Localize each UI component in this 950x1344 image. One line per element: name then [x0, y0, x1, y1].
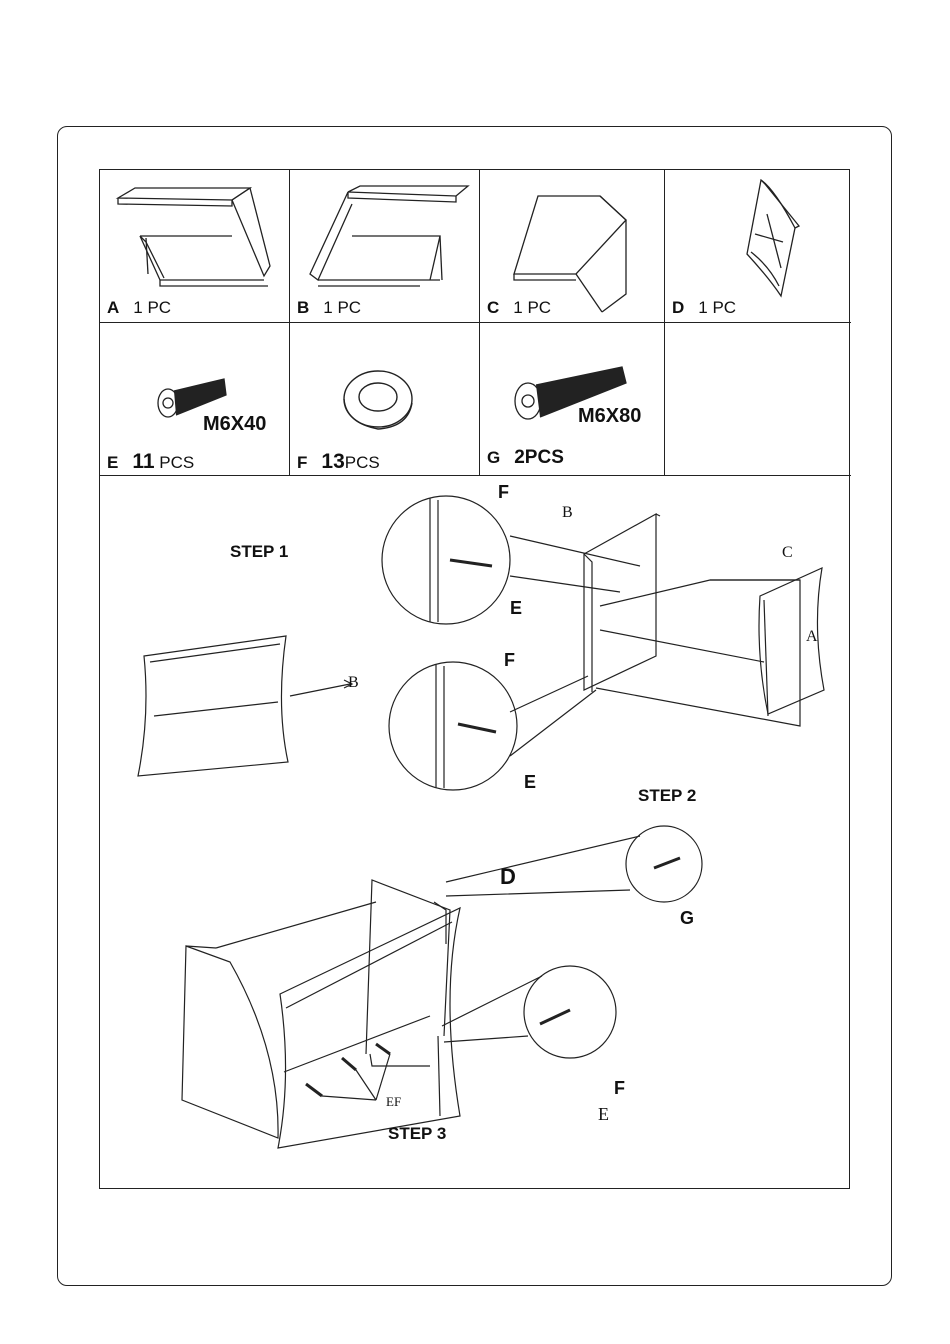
- part-d-label: D 1 PC: [672, 298, 736, 318]
- step2-label: STEP 2: [638, 786, 696, 806]
- part-c-letter: C: [487, 298, 499, 317]
- hardware-g-qty-num: 2PCS: [514, 447, 564, 468]
- part-d-letter: D: [672, 298, 684, 317]
- part-b-qty: 1 PC: [323, 298, 361, 317]
- callout-step2-a: A: [806, 628, 818, 646]
- empty-cell: [665, 323, 851, 476]
- hardware-f-letter: F: [297, 453, 307, 472]
- part-b-label: B 1 PC: [297, 298, 361, 318]
- hardware-cell-g: M6X80 G 2PCS: [480, 323, 665, 476]
- part-a-qty: 1 PC: [133, 298, 171, 317]
- step2-zoom-bottom: [389, 662, 517, 790]
- callout-step3-f: F: [614, 1078, 625, 1099]
- callout-step2-e-bottom: E: [524, 772, 536, 793]
- hardware-e-qty-unit: PCS: [159, 453, 194, 472]
- part-d-qty: 1 PC: [698, 298, 736, 317]
- hardware-cell-f: F 13PCS: [290, 323, 480, 476]
- callout-step2-e-top: E: [510, 598, 522, 619]
- step2-zoom-top: [382, 496, 510, 624]
- hardware-g-letter: G: [487, 448, 500, 467]
- hardware-e-label: E 11 PCS: [107, 450, 194, 474]
- part-cell-b: B 1 PC: [290, 170, 480, 323]
- hardware-e-qty-num: 11: [132, 450, 154, 473]
- hardware-cell-e: M6X40 E 11 PCS: [100, 323, 290, 476]
- hardware-f-qty-unit: PCS: [345, 453, 380, 472]
- part-c-label: C 1 PC: [487, 298, 551, 318]
- callout-step2-f-bottom: F: [504, 650, 515, 671]
- step1-panel-b: [138, 636, 288, 776]
- hardware-g-label: G 2PCS: [487, 447, 564, 469]
- part-b-letter: B: [297, 298, 309, 317]
- callout-step3-g: G: [680, 908, 694, 929]
- spec-e: M6X40: [203, 413, 266, 436]
- callout-step1-b: B: [348, 674, 359, 692]
- hardware-e-letter: E: [107, 453, 118, 472]
- callout-step2-f-top: F: [498, 482, 509, 503]
- hardware-f-label: F 13PCS: [297, 450, 380, 474]
- hardware-f-qty-num: 13: [321, 450, 344, 473]
- callout-step2-b: B: [562, 504, 573, 522]
- callout-step3-e: E: [598, 1104, 609, 1125]
- step3-panel-b: [370, 1054, 430, 1066]
- step1-label: STEP 1: [230, 542, 288, 562]
- callout-step3-d: D: [500, 864, 516, 890]
- step2-panel-c: [596, 580, 800, 726]
- step3-label: STEP 3: [388, 1124, 446, 1144]
- step3-panel-d: [278, 908, 460, 1148]
- instruction-sheet: A 1 PC B 1 PC: [99, 169, 850, 1189]
- callout-step3-ef: EF: [386, 1094, 401, 1110]
- step3-zoom-ef: [524, 966, 616, 1058]
- step2-panel-b: [584, 514, 656, 690]
- assembly-area: STEP 1 B F E F E B C A STEP 2 D G EF F E…: [100, 476, 849, 1188]
- assembly-drawing: [100, 476, 849, 1188]
- callout-step2-c: C: [782, 544, 793, 562]
- part-c-qty: 1 PC: [513, 298, 551, 317]
- part-a-label: A 1 PC: [107, 298, 171, 318]
- part-cell-d: D 1 PC: [665, 170, 851, 323]
- part-cell-c: C 1 PC: [480, 170, 665, 323]
- part-cell-a: A 1 PC: [100, 170, 290, 323]
- part-a-letter: A: [107, 298, 119, 317]
- step3-panel-a: [182, 946, 278, 1138]
- spec-g: M6X80: [578, 405, 641, 428]
